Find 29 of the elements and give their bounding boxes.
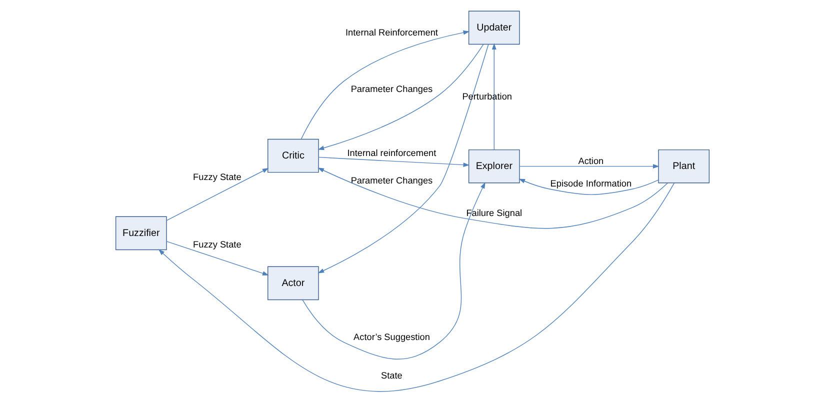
arrow bbox=[166, 241, 268, 276]
edge-label: Action bbox=[578, 156, 604, 166]
arrow bbox=[158, 182, 674, 392]
edge-label: Parameter Changes bbox=[350, 84, 432, 94]
edge-label: Failure Signal bbox=[466, 208, 522, 218]
arrow bbox=[166, 168, 268, 221]
edge-label: Episode Information bbox=[550, 178, 632, 188]
edge-label: Parameter Changes bbox=[350, 176, 432, 186]
edge-label: Internal Reinforcement bbox=[345, 28, 438, 38]
edge-label: State bbox=[380, 370, 402, 380]
node-box: Critic bbox=[267, 138, 318, 173]
arrow bbox=[518, 178, 658, 195]
node-box: Plant bbox=[658, 149, 710, 184]
node-box: Actor bbox=[267, 266, 318, 300]
arrow bbox=[491, 43, 496, 150]
arrow bbox=[518, 164, 659, 169]
node-box: Explorer bbox=[468, 149, 520, 184]
arrow bbox=[318, 156, 470, 168]
arrow bbox=[317, 44, 484, 150]
arrow bbox=[302, 182, 485, 360]
edge-label: Fuzzy State bbox=[192, 240, 241, 250]
node-box: Fuzzifier bbox=[114, 216, 166, 250]
edge-label: Fuzzy State bbox=[192, 172, 241, 182]
arrow bbox=[317, 44, 488, 274]
edge-label: Actor’s Suggestion bbox=[353, 332, 430, 342]
arrow bbox=[300, 30, 470, 140]
edge-label: Internal reinforcement bbox=[346, 148, 436, 158]
node-box: Updater bbox=[468, 10, 520, 45]
arrow bbox=[317, 168, 668, 229]
